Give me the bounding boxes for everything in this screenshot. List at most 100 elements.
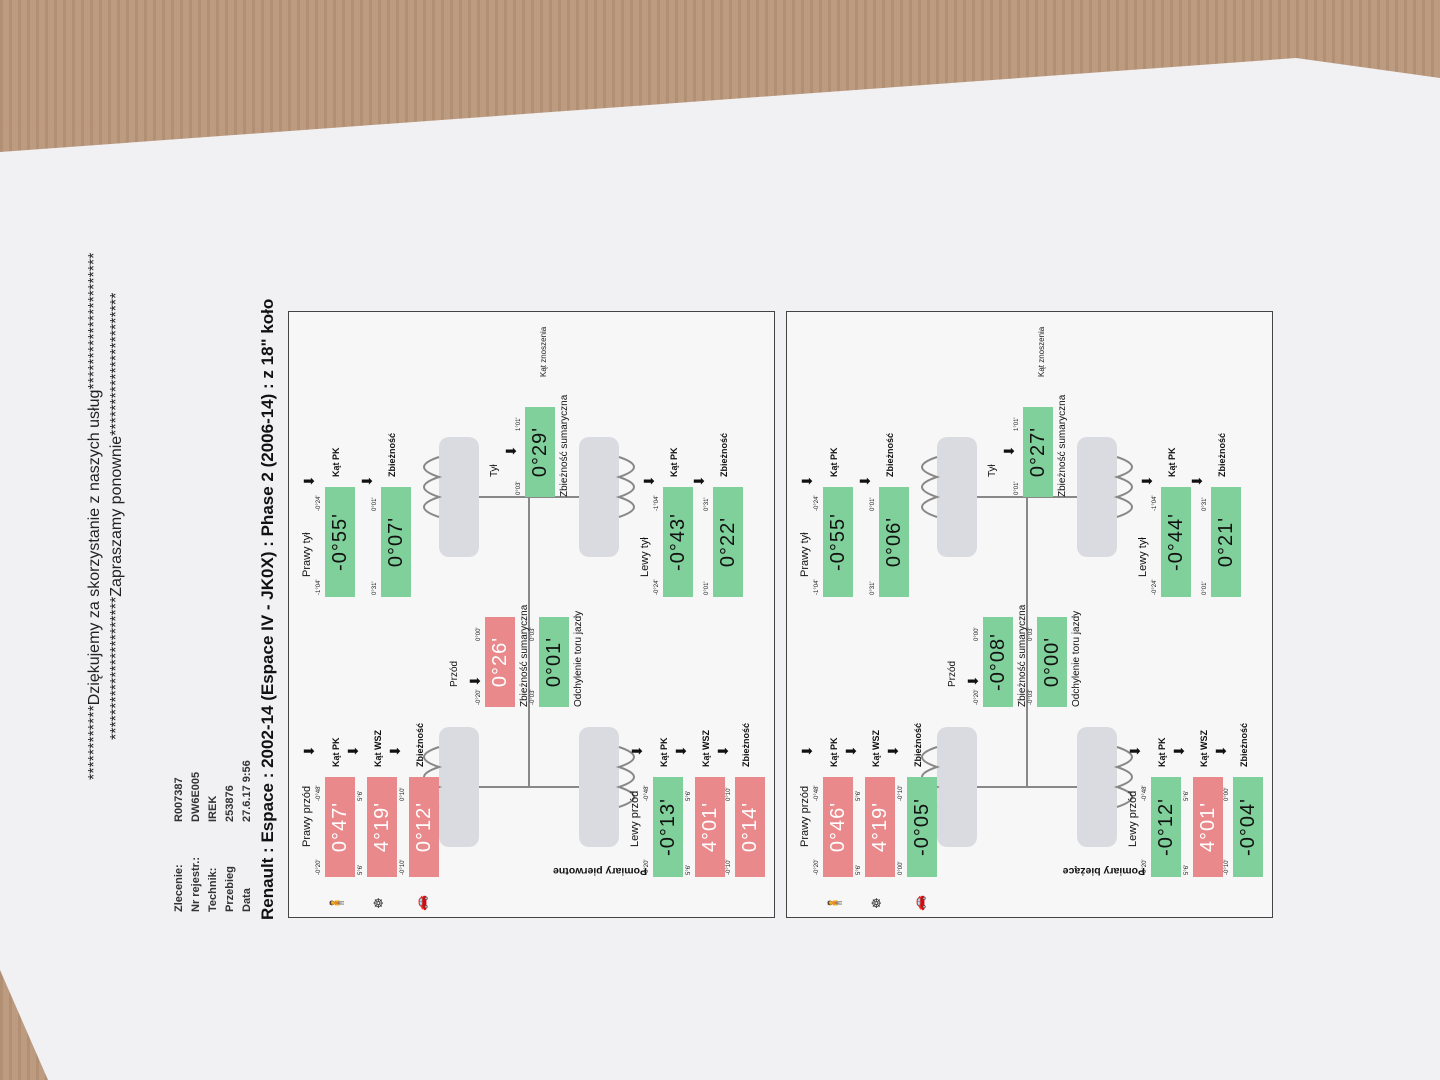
front-total-toe-value-min: -0°20' bbox=[974, 689, 980, 705]
down-arrow-icon: ⬇ bbox=[965, 675, 981, 687]
down-arrow-icon: ⬇ bbox=[503, 445, 519, 457]
right-front-camber-value: 0°47' bbox=[325, 777, 355, 877]
left-front-caster-value-min: 5°6' bbox=[686, 864, 692, 875]
left-rear-camber-value-max: -1°04' bbox=[654, 495, 660, 511]
down-arrow-icon: ⬇ bbox=[843, 745, 859, 757]
down-arrow-icon: ⬇ bbox=[715, 745, 731, 757]
left-rear-toe-value-max: 0°31' bbox=[1202, 497, 1208, 511]
right-front-caster-value-max: 5°6' bbox=[358, 790, 364, 801]
label-zbieznosc-sumaryczna: Zbieżność sumaryczna bbox=[1057, 394, 1068, 497]
rear-total-toe-value: 0°27' bbox=[1023, 407, 1053, 497]
left-rear-camber-value-max: -1°04' bbox=[1152, 495, 1158, 511]
right-front-toe-value-max: -0°10' bbox=[898, 785, 904, 801]
label-zbieznosc: Zbieżność bbox=[741, 722, 751, 767]
rear-total-toe-value-max: 1°01' bbox=[516, 417, 522, 431]
label-kat-pk: Kąt PK bbox=[331, 737, 341, 767]
group-label-right-front: Prawy przód bbox=[301, 785, 313, 847]
down-arrow-icon: ⬇ bbox=[301, 475, 317, 487]
right-rear-camber-value: -0°55' bbox=[325, 487, 355, 597]
left-front-camber-value-min: -0°20' bbox=[1142, 859, 1148, 875]
right-front-caster-value-max: 5°6' bbox=[856, 790, 862, 801]
order-info: Zlecenie:R007387 Nr rejestr.:DW6E005 Tec… bbox=[170, 760, 255, 912]
group-label-left-rear: Lewy tył bbox=[1137, 537, 1149, 577]
label-kat-wsz: Kąt WSZ bbox=[701, 730, 711, 767]
rear-total-toe-value: 0°29' bbox=[525, 407, 555, 497]
right-rear-toe-value-min: 0°31' bbox=[372, 581, 378, 595]
right-front-caster-value-min: 5°6' bbox=[358, 864, 364, 875]
label-odchylenie: Odchylenie toru jazdy bbox=[573, 610, 584, 707]
down-arrow-icon: ⬇ bbox=[467, 675, 483, 687]
label-kat-pk: Kąt PK bbox=[829, 737, 839, 767]
right-rear-camber-value-max: -0°24' bbox=[814, 495, 820, 511]
left-front-toe-value: -0°04' bbox=[1233, 777, 1263, 877]
down-arrow-icon: ⬇ bbox=[387, 745, 403, 757]
left-rear-toe-value-min: 0°01' bbox=[704, 581, 710, 595]
down-arrow-icon: ⬇ bbox=[359, 475, 375, 487]
rear-total-toe-value-min: 0°01' bbox=[1014, 481, 1020, 495]
down-arrow-icon: ⬇ bbox=[857, 475, 873, 487]
thrust-angle-value-min: -0°03' bbox=[530, 689, 536, 705]
right-rear-camber-value-min: -1°04' bbox=[316, 579, 322, 595]
info-value: DW6E005 bbox=[189, 771, 202, 822]
group-label-left-front: Lewy przód bbox=[1127, 790, 1139, 847]
down-arrow-icon: ⬇ bbox=[345, 745, 361, 757]
right-rear-toe-value-max: 0°01' bbox=[870, 497, 876, 511]
group-label-right-front: Prawy przód bbox=[799, 785, 811, 847]
group-label-right-rear: Prawy tył bbox=[301, 532, 313, 577]
right-rear-camber-value-min: -1°04' bbox=[814, 579, 820, 595]
left-front-caster-value: 4°01' bbox=[695, 777, 725, 877]
left-front-camber-value: -0°13' bbox=[653, 777, 683, 877]
right-front-camber-value-min: -0°20' bbox=[316, 859, 322, 875]
right-rear-toe-value: 0°07' bbox=[381, 487, 411, 597]
label-zbieznosc: Zbieżność bbox=[387, 432, 397, 477]
right-rear-toe-value-min: 0°31' bbox=[870, 581, 876, 595]
down-arrow-icon: ⬇ bbox=[1213, 745, 1229, 757]
rear-total-toe-value-min: 0°03' bbox=[516, 481, 522, 495]
left-front-caster-value-max: 5°6' bbox=[1184, 790, 1190, 801]
right-front-toe-value-max: 0°10' bbox=[400, 787, 406, 801]
label-kat-pk: Kąt PK bbox=[829, 447, 839, 477]
left-rear-camber-value-min: -0°24' bbox=[654, 579, 660, 595]
left-rear-camber-value: -0°43' bbox=[663, 487, 693, 597]
label-przod: Przód bbox=[947, 660, 958, 687]
left-rear-toe-value: 0°22' bbox=[713, 487, 743, 597]
left-front-camber-value-max: -0°48' bbox=[644, 785, 650, 801]
front-total-toe-value: 0°26' bbox=[485, 617, 515, 707]
steering-wheel-icon: ☸ bbox=[371, 897, 386, 909]
left-front-camber-value: -0°12' bbox=[1151, 777, 1181, 877]
left-front-camber-value-max: -0°48' bbox=[1142, 785, 1148, 801]
left-front-caster-value-max: 5°6' bbox=[686, 790, 692, 801]
label-kat-wsz: Kąt WSZ bbox=[373, 730, 383, 767]
down-arrow-icon: ⬇ bbox=[673, 745, 689, 757]
front-total-toe-value-max: 0°00' bbox=[476, 627, 482, 641]
label-kat-znoszenia: Kąt znoszenia bbox=[539, 326, 548, 377]
info-label: Technik: bbox=[206, 867, 219, 912]
label-zbieznosc: Zbieżność bbox=[913, 722, 923, 767]
down-arrow-icon: ⬇ bbox=[799, 745, 815, 757]
info-row: Technik: IREK bbox=[204, 760, 221, 912]
group-label-right-rear: Prawy tył bbox=[799, 532, 811, 577]
info-label: Nr rejestr.: bbox=[189, 856, 202, 912]
group-label-left-front: Lewy przód bbox=[629, 790, 641, 847]
down-arrow-icon: ⬇ bbox=[641, 475, 657, 487]
label-kat-pk: Kąt PK bbox=[659, 737, 669, 767]
info-value: IREK bbox=[206, 795, 219, 822]
right-front-caster-value: 4°19' bbox=[367, 777, 397, 877]
label-kat-pk: Kąt PK bbox=[669, 447, 679, 477]
front-total-toe-value-min: -0°20' bbox=[476, 689, 482, 705]
right-rear-camber-value-max: -0°24' bbox=[316, 495, 322, 511]
right-front-toe-value: 0°12' bbox=[409, 777, 439, 877]
label-zbieznosc-sumaryczna: Zbieżność sumaryczna bbox=[559, 394, 570, 497]
left-front-toe-value-min: -0°10' bbox=[726, 859, 732, 875]
info-label: Data bbox=[240, 888, 253, 912]
left-front-toe-value-max: 0°00' bbox=[1224, 787, 1230, 801]
left-rear-toe-value-min: 0°01' bbox=[1202, 581, 1208, 595]
right-front-toe-value-min: 0°00' bbox=[898, 861, 904, 875]
label-kat-znoszenia: Kąt znoszenia bbox=[1037, 326, 1046, 377]
label-zbieznosc: Zbieżność bbox=[885, 432, 895, 477]
label-tyl: Tył bbox=[489, 464, 500, 477]
steering-wheel-icon: ☸ bbox=[869, 897, 884, 909]
